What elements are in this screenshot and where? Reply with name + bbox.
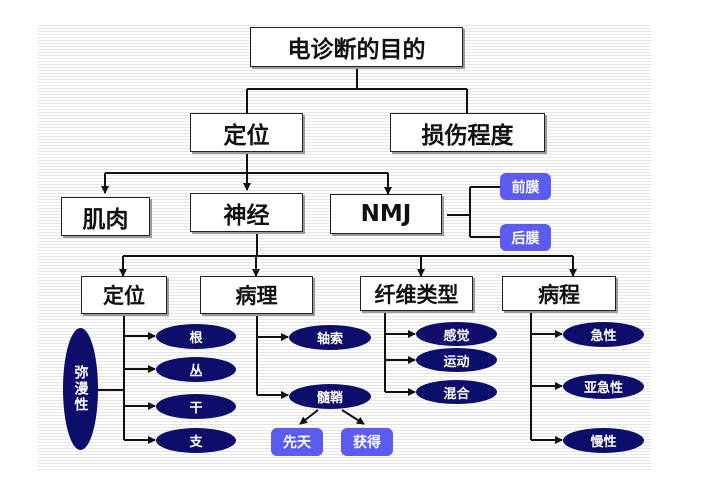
- course-box: 病程: [502, 276, 616, 311]
- plexus-ellipse: 丛: [156, 357, 236, 382]
- myelin-ellipse: 髓鞘: [289, 384, 371, 409]
- line-nmj-branch: [447, 186, 500, 238]
- arrow-to-acquired: [341, 409, 365, 425]
- pathology-box: 病理: [200, 276, 313, 314]
- congenital-pill: 先天: [271, 428, 323, 456]
- presynaptic-pill: 前膜: [500, 173, 551, 200]
- muscle-box: 肌肉: [61, 197, 150, 236]
- fiber-type-box: 纤维类型: [360, 276, 473, 311]
- line-nerve-branch: [123, 232, 573, 257]
- mixed-ellipse: 混合: [416, 380, 497, 404]
- motor-ellipse: 运动: [416, 348, 497, 372]
- line-root-trunk: [246, 66, 468, 113]
- acquired-pill: 获得: [341, 428, 393, 456]
- branch-ellipse: 支: [156, 428, 236, 453]
- nerve-box: 神经: [190, 193, 303, 232]
- axon-ellipse: 轴索: [289, 325, 371, 350]
- root-ellipse: 根: [156, 324, 236, 349]
- sensory-ellipse: 感觉: [416, 322, 497, 346]
- line-localization-branch: [105, 151, 388, 174]
- acute-ellipse: 急性: [563, 322, 644, 347]
- nmj-box: NMJ: [330, 194, 442, 234]
- subacute-ellipse: 亚急性: [563, 374, 644, 399]
- trunk-ellipse: 干: [156, 394, 236, 419]
- arrow-to-congenital: [299, 409, 319, 425]
- localization-sub-box: 定位: [81, 276, 167, 314]
- line-loc-trunk: [96, 314, 125, 440]
- root-box: 电诊断的目的: [250, 27, 463, 67]
- localization-box: 定位: [190, 113, 303, 152]
- postsynaptic-pill: 后膜: [500, 224, 551, 251]
- damage-degree-box: 损伤程度: [390, 113, 545, 152]
- chronic-ellipse: 慢性: [563, 428, 644, 453]
- diffuse-ellipse: 弥漫性: [63, 328, 98, 450]
